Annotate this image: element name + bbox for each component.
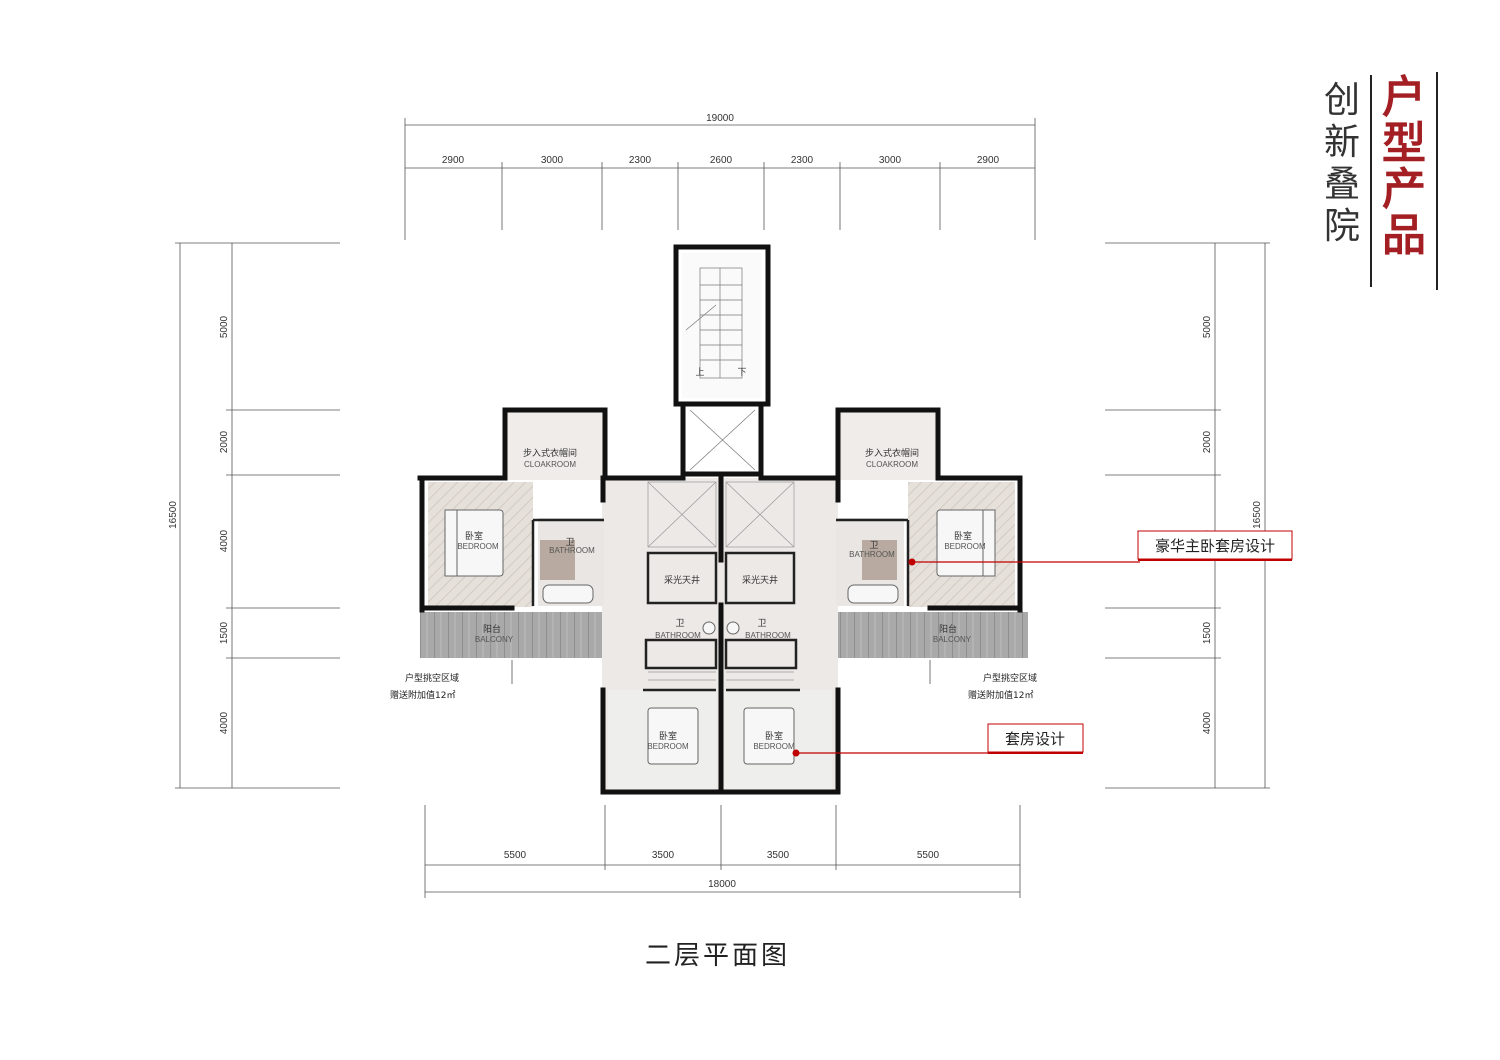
bedroom-center-right-cn: 卧室 — [765, 730, 783, 742]
dim-top-seg: 2300 — [629, 155, 652, 166]
bedroom-center-left-en: BEDROOM — [647, 742, 689, 751]
stair-core — [685, 267, 756, 471]
dim-left-total: 16500 — [168, 501, 179, 529]
bedroom-center-right-en: BEDROOM — [753, 742, 795, 751]
dim-left-segments: 5000 2000 4000 1500 4000 — [219, 315, 230, 734]
dim-right-seg: 1500 — [1202, 621, 1213, 644]
void-note-right: 户型挑空区域 — [983, 672, 1037, 684]
dim-right-seg: 4000 — [1202, 711, 1213, 734]
dim-top-segments: 2900 3000 2300 2600 2300 3000 2900 — [442, 155, 1000, 166]
header-sub-title: 创 新 叠 院 — [1318, 80, 1366, 248]
stair-down-label: 下 — [737, 368, 746, 378]
dim-top-seg: 2300 — [791, 155, 814, 166]
dim-bottom-seg: 3500 — [767, 850, 790, 861]
bath-center-left-en: BATHROOM — [655, 631, 701, 640]
header-main-char: 型 — [1382, 118, 1426, 169]
cloakroom-right-cn: 步入式衣帽间 — [865, 447, 919, 459]
dim-left-seg: 4000 — [219, 711, 230, 734]
dim-top-seg: 2900 — [977, 155, 1000, 166]
callout-suite-text: 套房设计 — [1005, 730, 1065, 748]
dim-left-seg: 1500 — [219, 621, 230, 644]
dim-top-seg: 3000 — [879, 155, 902, 166]
plan-title: 二层平面图 — [645, 941, 791, 971]
dim-right-total: 16500 — [1252, 501, 1263, 529]
header-main-title: 户 型 产 品 — [1378, 75, 1430, 259]
balcony-right-en: BALCONY — [933, 635, 972, 644]
header-sub-char: 创 — [1323, 80, 1360, 121]
dimension-bottom — [424, 805, 1021, 898]
header-sub-char: 叠 — [1323, 164, 1360, 205]
dim-bottom-total: 18000 — [708, 879, 736, 890]
dim-left-seg: 2000 — [219, 430, 230, 453]
balcony-left-en: BALCONY — [475, 635, 514, 644]
balcony-right-cn: 阳台 — [939, 623, 957, 635]
bath-left-en: BATHROOM — [549, 546, 595, 555]
dim-top-seg: 3000 — [541, 155, 564, 166]
dim-bottom-seg: 3500 — [652, 850, 675, 861]
dim-right-seg: 5000 — [1202, 315, 1213, 338]
dimension-left — [175, 242, 340, 789]
dim-bottom-seg: 5500 — [917, 850, 940, 861]
lightwell-left: 采光天井 — [664, 574, 700, 586]
stair-up-label: 上 — [695, 367, 704, 378]
bonus-note-right: 赠送附加值12㎡ — [968, 689, 1033, 701]
dim-left-seg: 5000 — [219, 315, 230, 338]
dim-top-seg: 2900 — [442, 155, 465, 166]
callout-suite: 套房设计 — [792, 723, 1084, 757]
bath-right-cn: 卫 — [869, 541, 878, 551]
bedroom-left-en: BEDROOM — [457, 542, 499, 551]
header-rule-right — [1436, 72, 1438, 290]
bedroom-left-cn: 卧室 — [465, 530, 483, 542]
room-labels: 步入式衣帽间 CLOAKROOM 步入式衣帽间 CLOAKROOM 卧室 BED… — [457, 447, 986, 751]
header-rule-left — [1370, 75, 1372, 287]
dimension-top — [404, 118, 1036, 240]
bath-right-en: BATHROOM — [849, 550, 895, 559]
dim-bottom-seg: 5500 — [504, 850, 527, 861]
bedroom-right-cn: 卧室 — [954, 530, 972, 542]
bath-left-cn: 卫 — [565, 538, 574, 548]
bedroom-center-left-cn: 卧室 — [659, 730, 677, 742]
dim-left-seg: 4000 — [219, 529, 230, 552]
callout-master-suite: 豪华主卧套房设计 — [908, 530, 1293, 566]
cloakroom-right-en: CLOAKROOM — [866, 460, 918, 469]
dim-top-total: 19000 — [706, 113, 734, 124]
bonus-note-left: 赠送附加值12㎡ — [390, 689, 455, 701]
bath-center-left-cn: 卫 — [675, 619, 684, 629]
furniture — [444, 509, 996, 765]
dim-right-segments: 5000 2000 4000 1500 4000 — [1202, 315, 1213, 734]
bath-center-right-cn: 卫 — [757, 619, 766, 629]
callout-master-suite-text: 豪华主卧套房设计 — [1155, 537, 1275, 555]
lightwell-right: 采光天井 — [742, 574, 778, 586]
cloakroom-left-cn: 步入式衣帽间 — [523, 447, 577, 459]
header-main-char: 品 — [1382, 210, 1426, 261]
dim-bottom-segments: 5500 3500 3500 5500 — [504, 850, 940, 861]
inner-walls — [531, 518, 910, 692]
balcony-left-cn: 阳台 — [483, 623, 501, 635]
cloakroom-left-en: CLOAKROOM — [524, 460, 576, 469]
light-well-stairs — [647, 481, 795, 681]
dim-right-seg: 2000 — [1202, 430, 1213, 453]
walls — [417, 244, 1023, 795]
header-main-char: 产 — [1382, 164, 1426, 215]
bath-center-right-en: BATHROOM — [745, 631, 791, 640]
dim-top-seg: 2600 — [710, 155, 733, 166]
header-sub-char: 新 — [1323, 122, 1360, 163]
dimension-right — [1105, 242, 1270, 789]
void-note-left: 户型挑空区域 — [405, 672, 459, 684]
bedroom-right-en: BEDROOM — [944, 542, 986, 551]
header-main-char: 户 — [1382, 72, 1426, 123]
void-notes: 户型挑空区域 赠送附加值12㎡ 户型挑空区域 赠送附加值12㎡ — [390, 660, 1037, 701]
header-sub-char: 院 — [1323, 206, 1360, 247]
